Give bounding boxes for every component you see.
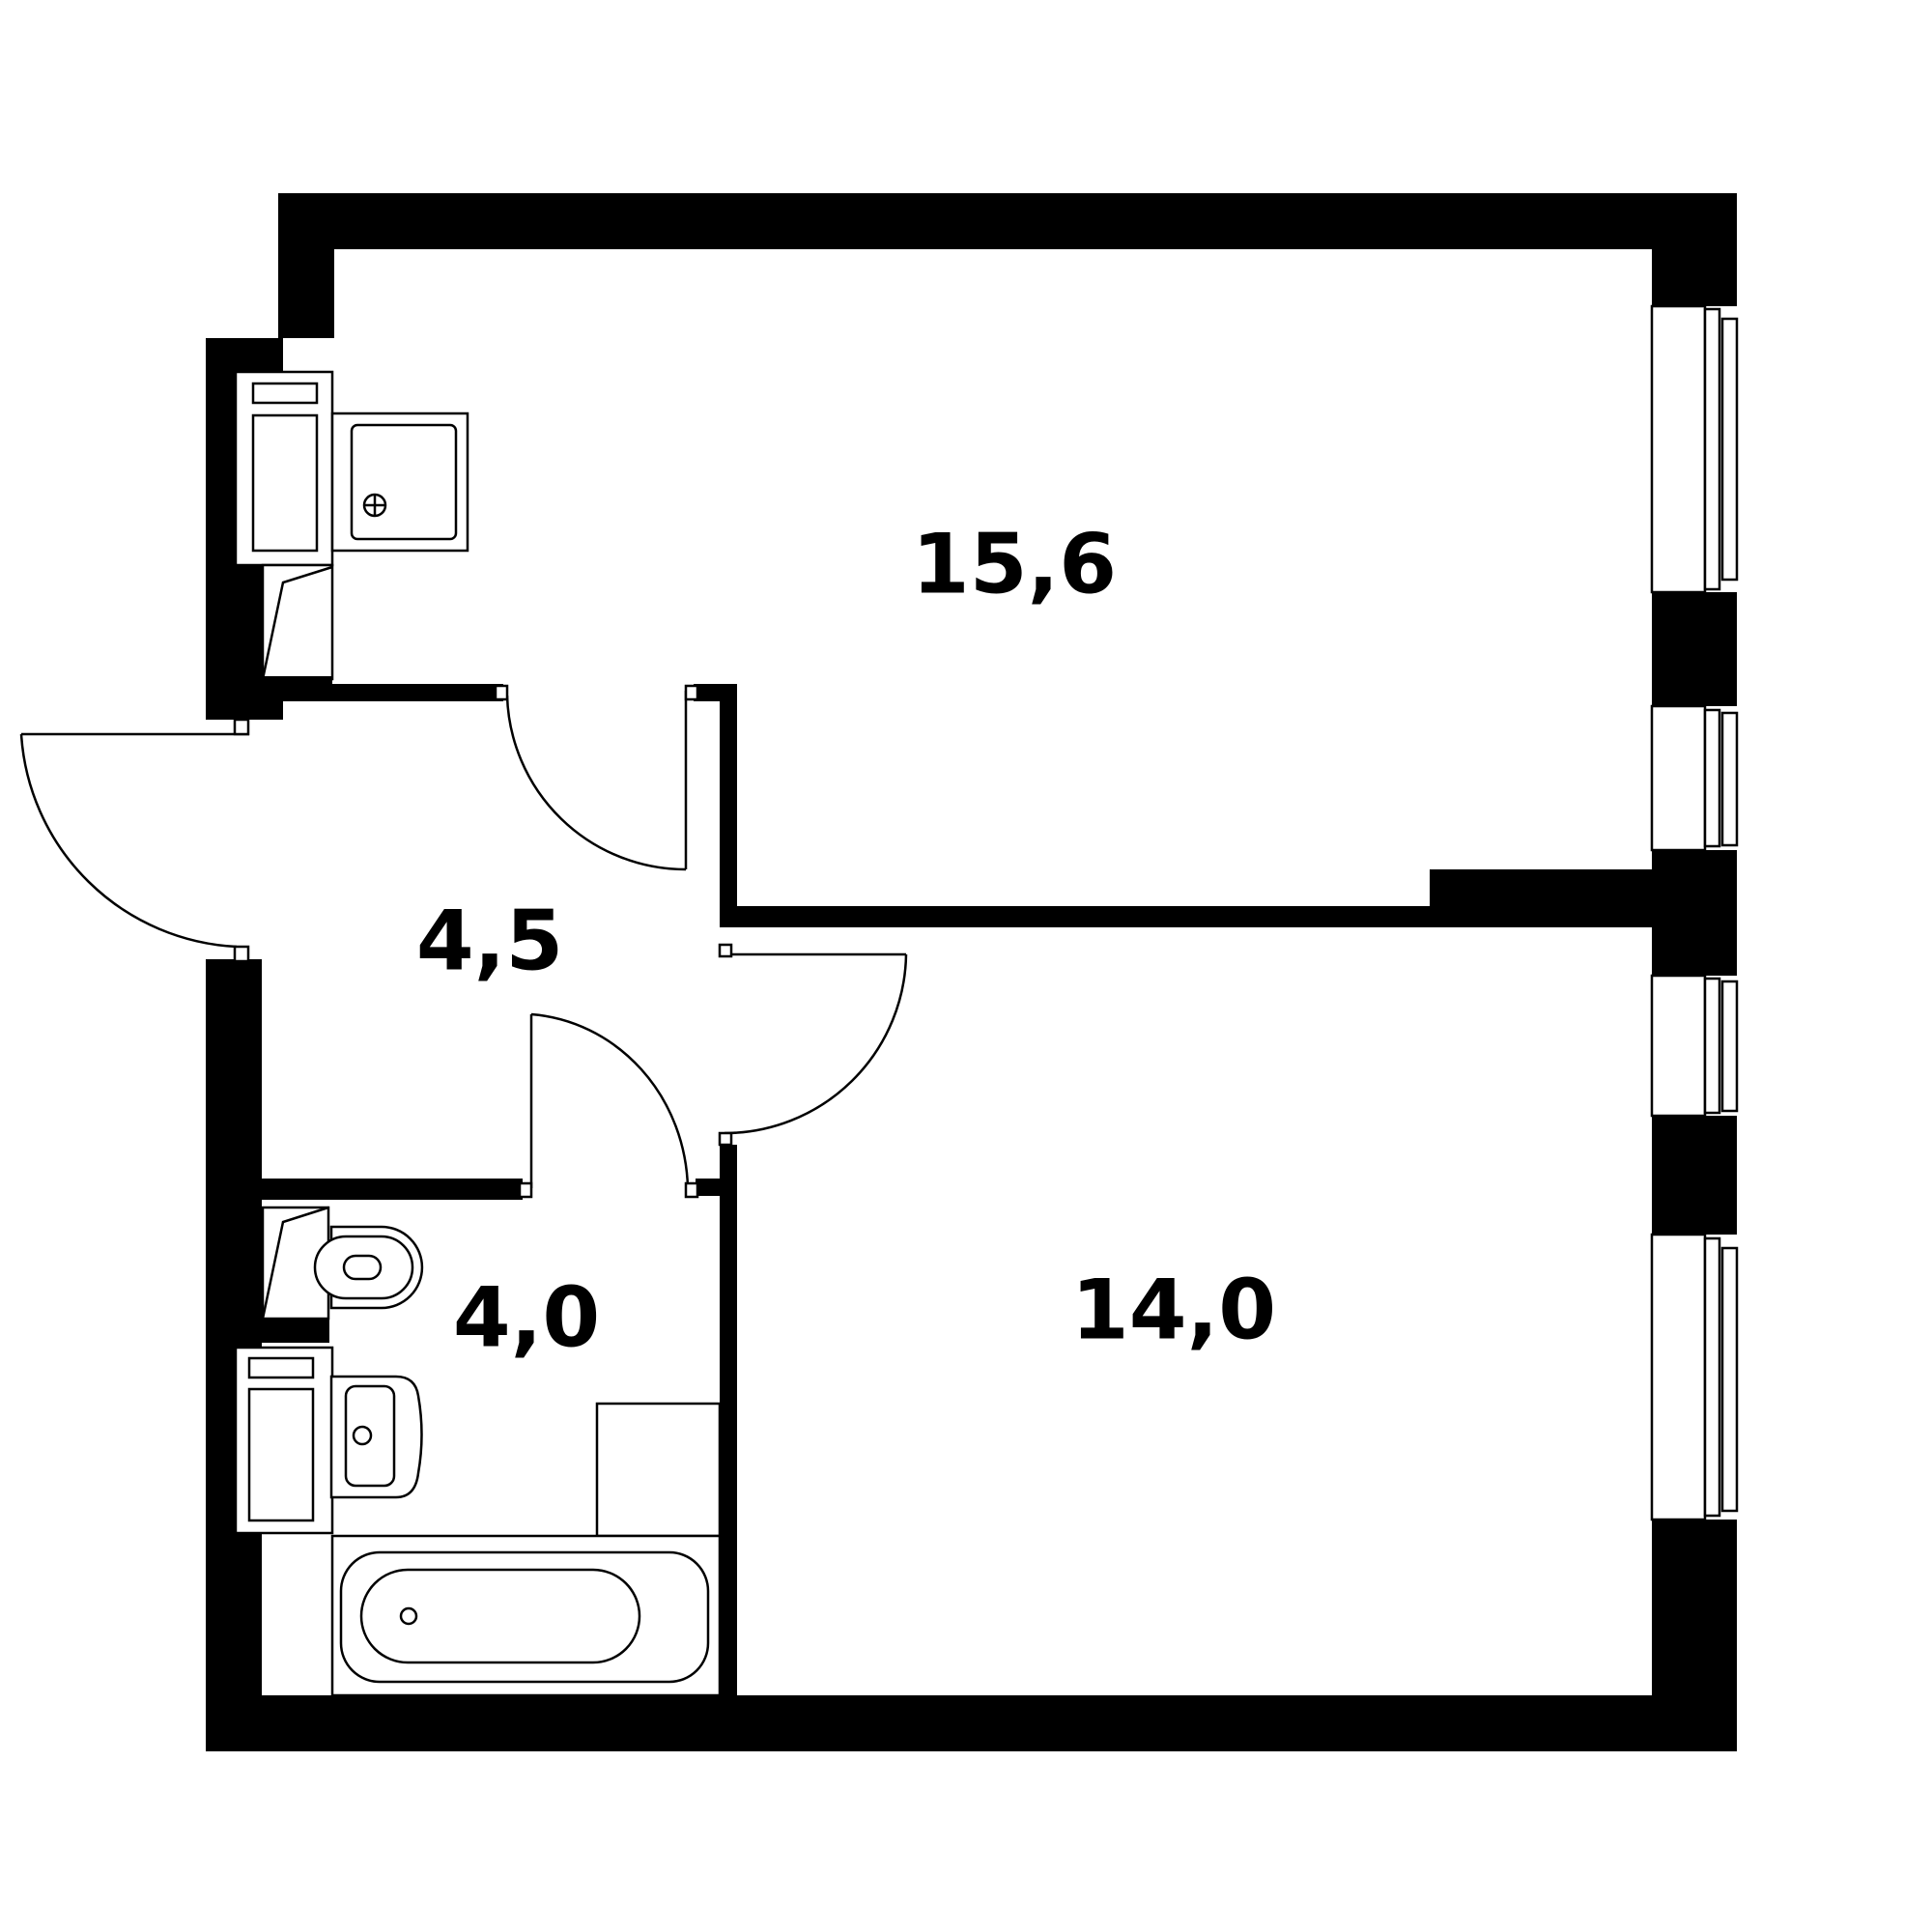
wall-bath-top: [262, 1179, 523, 1200]
wall-partition-hall-living: [720, 684, 737, 909]
window-2: [1650, 704, 1739, 852]
window-4: [1650, 1233, 1739, 1521]
wall-right-5: [1652, 1520, 1737, 1751]
room-area-living-room: 15,6: [912, 516, 1117, 612]
kitchen-niche: [234, 370, 469, 697]
bathtub: [330, 1534, 722, 1697]
doors: [19, 684, 908, 1199]
room-area-bathroom: 4,0: [453, 1269, 600, 1366]
wall-bottom: [206, 1695, 1737, 1751]
bedroom-door: [718, 943, 908, 1147]
wall-top: [278, 193, 1737, 249]
wall-partition-hall-living-top: [694, 684, 737, 701]
window-3: [1650, 974, 1739, 1118]
bathroom-fixtures: [234, 1206, 722, 1697]
bath-cabinet: [595, 1402, 722, 1538]
wall-right-4: [1652, 1116, 1737, 1235]
room-area-bedroom: 14,0: [1071, 1262, 1276, 1358]
wall-right-2: [1652, 592, 1737, 706]
living-room-door: [494, 684, 699, 871]
sink: [329, 1375, 423, 1499]
room-labels: 15,6 4,5 4,0 14,0: [416, 516, 1276, 1366]
wall-right-1: [1652, 193, 1737, 306]
bathroom-door: [518, 1012, 699, 1199]
room-area-hallway: 4,5: [416, 893, 563, 989]
window-1: [1650, 304, 1739, 594]
wall-partition-middle: [720, 906, 1655, 927]
windows: [1650, 304, 1739, 1521]
walls: [206, 193, 1737, 1751]
wall-partition-bath-bedroom: [720, 1145, 737, 1700]
toilet: [313, 1225, 424, 1310]
wall-right-3: [1652, 850, 1737, 976]
entrance-door: [19, 718, 250, 963]
wall-partition-step: [1430, 869, 1655, 908]
wall-upper-left-stub: [278, 193, 334, 338]
wall-left-mid: [206, 959, 262, 1181]
